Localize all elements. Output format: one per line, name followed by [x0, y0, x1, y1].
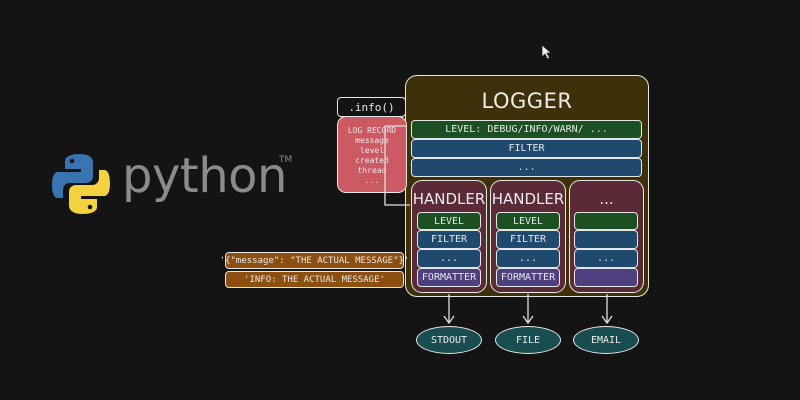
python-logo-icon	[52, 154, 110, 214]
handler-formatter: FORMATTER	[496, 268, 560, 287]
trademark-label: TM	[279, 155, 293, 165]
handler-more: ...	[417, 249, 481, 268]
log-record-title: LOG RECORD	[347, 126, 397, 135]
handler-formatter	[574, 268, 638, 287]
output-stdout: STDOUT	[416, 326, 482, 354]
mouse-cursor-icon	[541, 44, 553, 60]
handler-filter: FILTER	[417, 230, 481, 249]
python-wordmark: python	[122, 148, 287, 204]
logger-title: LOGGER	[481, 89, 573, 113]
handler-level: LEVEL	[417, 212, 481, 230]
logger-level: LEVEL: DEBUG/INFO/WARN/ ...	[411, 120, 642, 139]
handler-formatter: FORMATTER	[417, 268, 481, 287]
output-file: FILE	[495, 326, 561, 354]
formatted-text-message: 'INFO: THE ACTUAL MESSAGE'	[225, 271, 404, 288]
handler-title: HANDLER	[491, 190, 565, 208]
handler-title: HANDLER	[412, 190, 486, 208]
handler-filter: FILTER	[496, 230, 560, 249]
formatted-json-message: '{"message": "THE ACTUAL MESSAGE"}'	[220, 252, 409, 269]
handler-filter	[574, 230, 638, 249]
handler-more: ...	[496, 249, 560, 268]
info-call-label: .info()	[337, 97, 406, 117]
handler-title: ...	[599, 190, 614, 208]
output-email: EMAIL	[573, 326, 639, 354]
log-record-field: message	[355, 136, 389, 145]
handler-level	[574, 212, 638, 230]
handler-level: LEVEL	[496, 212, 560, 230]
log-record-field: ...	[364, 176, 380, 185]
logger-filter: FILTER	[411, 139, 642, 158]
logger-more: ...	[411, 158, 642, 177]
log-record-field: level	[359, 146, 385, 155]
log-record-field: thread	[357, 166, 387, 175]
handler-more: ...	[574, 249, 638, 268]
log-record-field: created	[355, 156, 389, 165]
log-record-card: LOG RECORD message level created thread …	[337, 116, 407, 193]
